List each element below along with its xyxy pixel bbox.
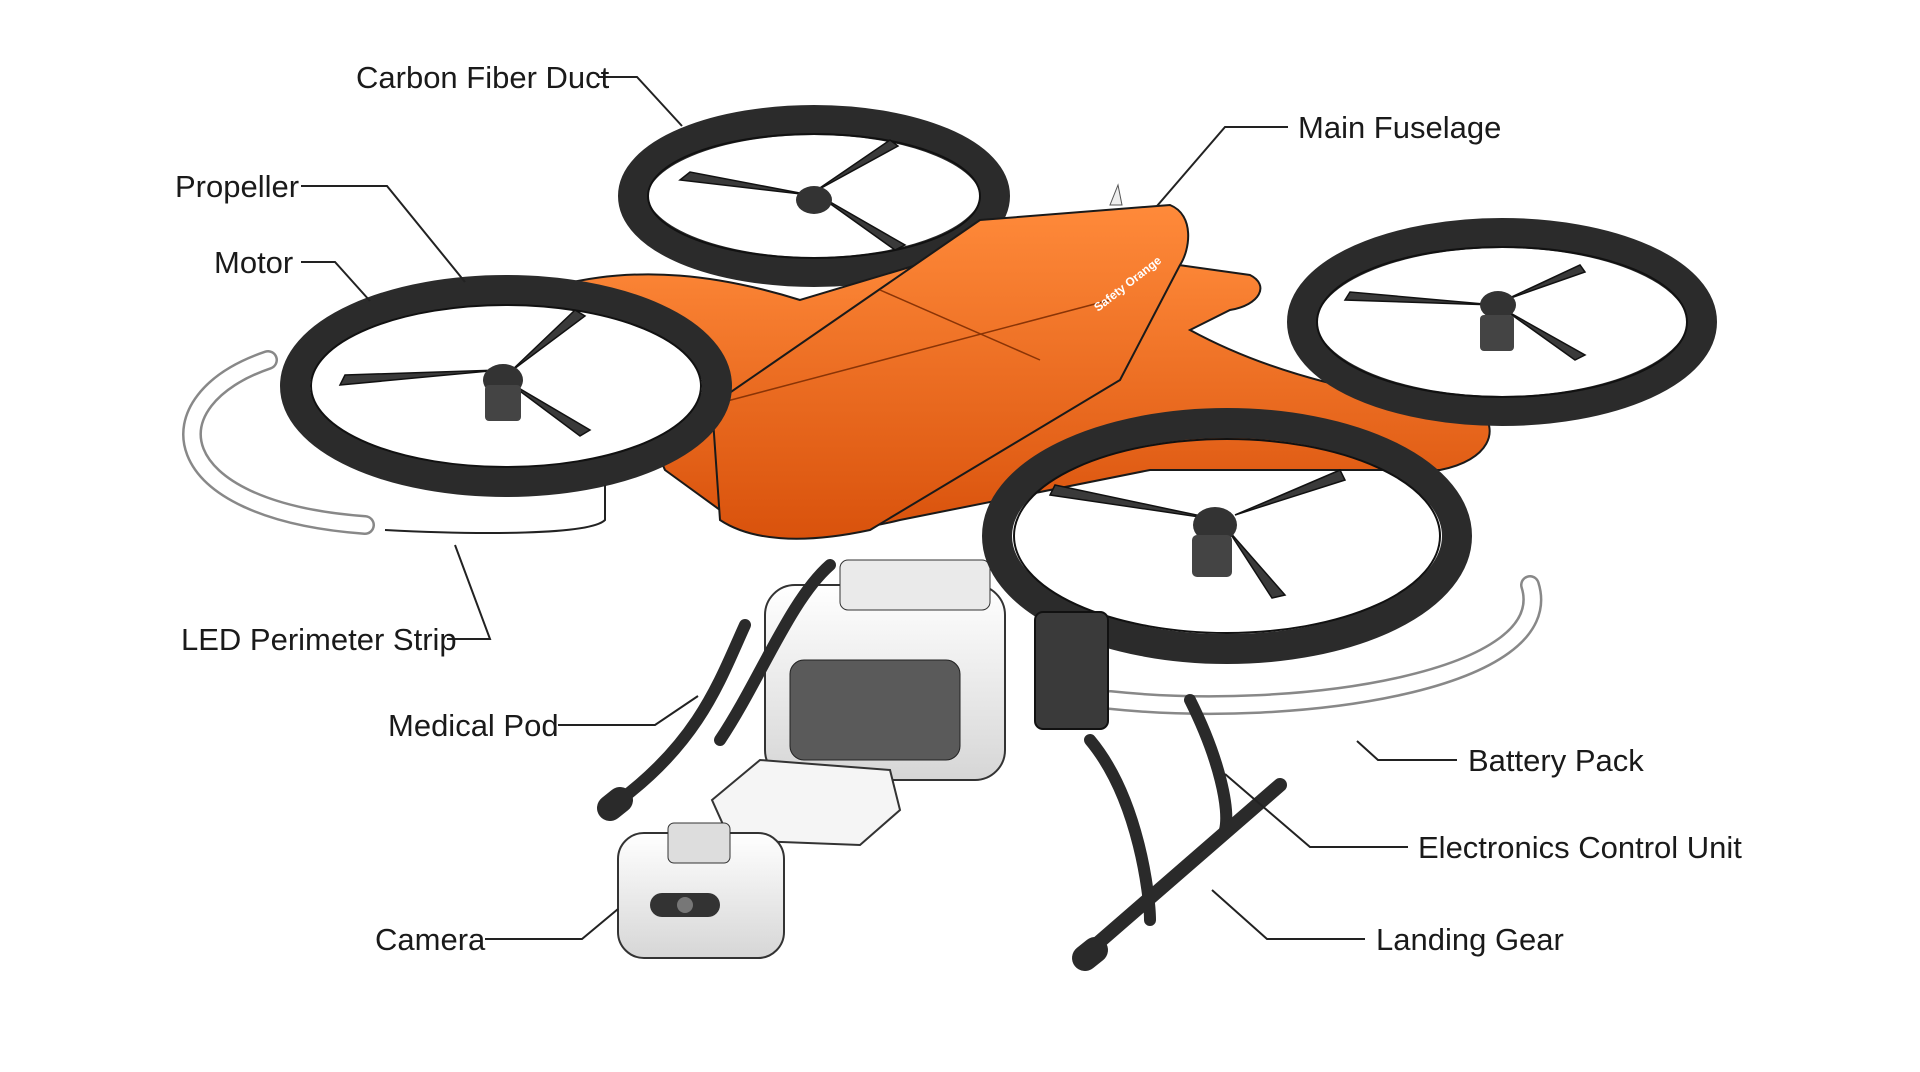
led-strip-left-inner	[184, 352, 373, 533]
landing-gear	[597, 559, 1287, 971]
main-fuselage: Safety Orange	[558, 183, 1491, 540]
label-landing-gear: Landing Gear	[1376, 922, 1564, 957]
duct-left	[280, 275, 732, 497]
label-battery-pack: Battery Pack	[1468, 743, 1644, 778]
label-main-fuselage: Main Fuselage	[1298, 110, 1501, 145]
label-propeller: Propeller	[175, 169, 299, 204]
label-electronics-control-unit: Electronics Control Unit	[1418, 830, 1742, 865]
duct-right	[1287, 218, 1717, 426]
label-led-perimeter-strip: LED Perimeter Strip	[181, 622, 457, 657]
label-carbon-fiber-duct: Carbon Fiber Duct	[356, 60, 610, 95]
label-motor: Motor	[214, 245, 293, 280]
battery-pack	[1034, 611, 1109, 730]
leader-lines	[301, 76, 1457, 940]
duct-front	[982, 408, 1472, 664]
camera	[617, 822, 785, 959]
label-medical-pod: Medical Pod	[388, 708, 559, 743]
duct-top	[618, 105, 1010, 287]
medical-pod	[710, 559, 1006, 847]
label-camera: Camera	[375, 922, 486, 957]
